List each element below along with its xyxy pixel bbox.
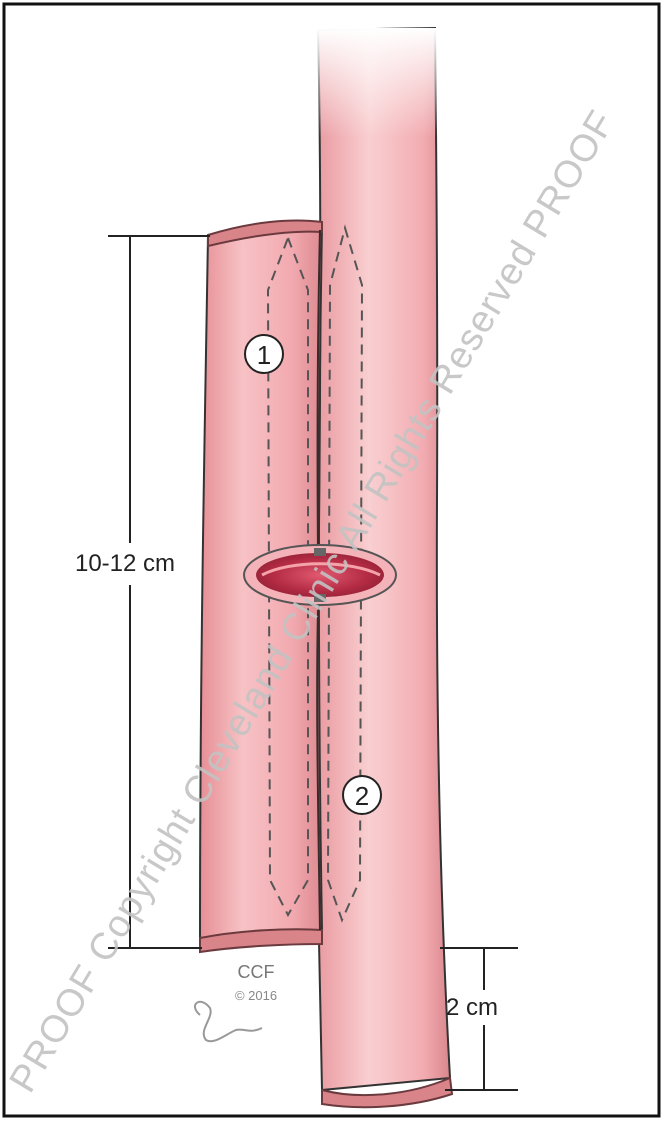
enterotomy-opening <box>244 545 396 605</box>
svg-text:© 2016: © 2016 <box>235 988 277 1003</box>
segment-2-marker: 2 <box>343 776 381 814</box>
offset-label: 2 cm <box>446 994 498 1021</box>
length-label: 10-12 cm <box>75 550 175 577</box>
svg-text:CCF: CCF <box>238 962 275 982</box>
svg-text:1: 1 <box>257 340 271 370</box>
svg-text:2: 2 <box>355 781 369 811</box>
segment-1-marker: 1 <box>245 335 283 373</box>
